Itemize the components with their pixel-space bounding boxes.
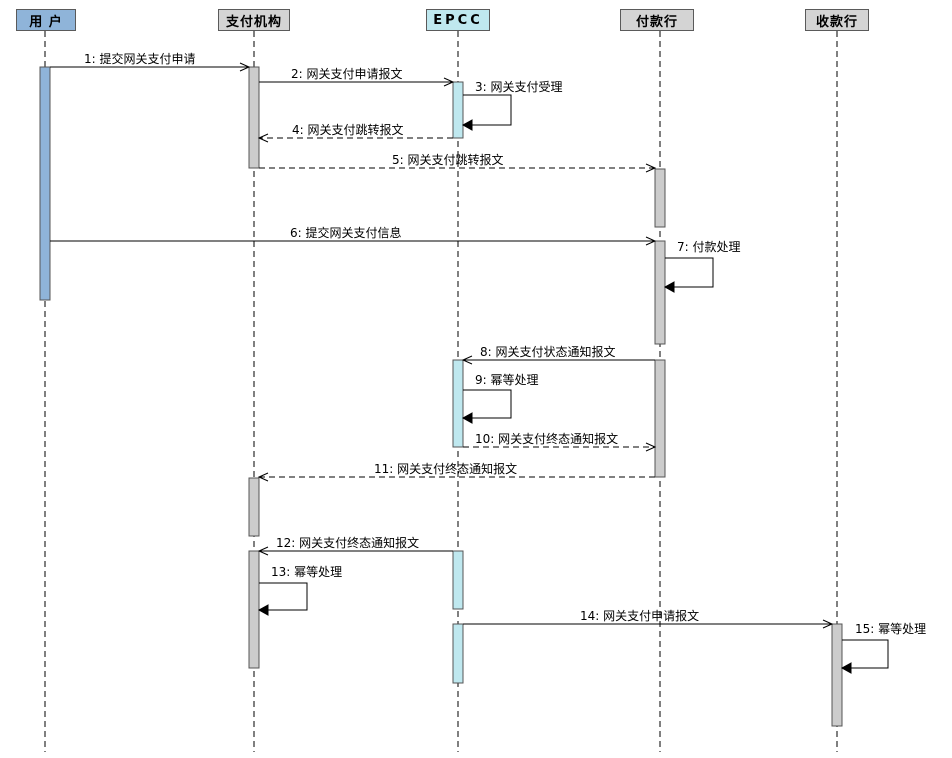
- message-label-5: 5: 网关支付跳转报文: [392, 153, 504, 167]
- arrow-head: [645, 163, 657, 173]
- message-label-7: 7: 付款处理: [677, 240, 741, 254]
- activation-bar-epcc: [452, 81, 464, 139]
- arrow-head: [822, 619, 834, 629]
- arrow-head: [257, 133, 269, 143]
- message-label-14: 14: 网关支付申请报文: [580, 609, 700, 623]
- arrow-head: [257, 472, 269, 482]
- self-message-13: [259, 582, 308, 611]
- activation-bar-epcc: [452, 623, 464, 684]
- activation-bar-payer_bank: [654, 168, 666, 228]
- activation-bar-epcc: [452, 359, 464, 448]
- arrow-head: [461, 119, 473, 131]
- arrow-head: [645, 236, 657, 246]
- message-arrows: [50, 62, 889, 674]
- message-label-11: 11: 网关支付终态通知报文: [374, 462, 518, 476]
- activation-bars: [39, 66, 843, 727]
- participant-epcc: EPCC: [426, 9, 490, 31]
- participant-user: 用 户: [16, 9, 76, 31]
- arrow-head: [443, 77, 455, 87]
- arrow-head: [840, 662, 852, 674]
- arrow-head: [257, 604, 269, 616]
- message-label-12: 12: 网关支付终态通知报文: [276, 536, 420, 550]
- participant-payer-bank: 付款行: [620, 9, 694, 31]
- message-label-10: 10: 网关支付终态通知报文: [475, 432, 619, 446]
- activation-bar-inst: [248, 66, 260, 169]
- self-message-15: [842, 639, 889, 669]
- activation-bar-payer_bank: [654, 240, 666, 345]
- arrow-head: [257, 546, 269, 556]
- arrow-head: [239, 62, 251, 72]
- participant-payment-institution: 支付机构: [218, 9, 290, 31]
- message-label-1: 1: 提交网关支付申请: [84, 52, 196, 66]
- message-label-13: 13: 幂等处理: [271, 565, 343, 579]
- activation-bar-epcc: [452, 550, 464, 610]
- lifelines: [44, 31, 838, 752]
- activation-bar-user: [39, 66, 51, 301]
- arrow-head: [663, 281, 675, 293]
- message-label-3: 3: 网关支付受理: [475, 80, 563, 94]
- self-message-9: [463, 389, 512, 419]
- message-label-8: 8: 网关支付状态通知报文: [480, 345, 616, 359]
- message-label-6: 6: 提交网关支付信息: [290, 226, 402, 240]
- participant-payee-bank: 收款行: [805, 9, 869, 31]
- message-label-15: 15: 幂等处理: [855, 622, 927, 636]
- self-message-7: [665, 257, 714, 288]
- arrow-head: [461, 355, 473, 365]
- activation-bar-inst: [248, 477, 260, 537]
- activation-bar-payer_bank: [654, 359, 666, 478]
- message-label-9: 9: 幂等处理: [475, 373, 539, 387]
- arrow-head: [645, 442, 657, 452]
- message-label-2: 2: 网关支付申请报文: [291, 67, 403, 81]
- arrow-head: [461, 412, 473, 424]
- message-label-4: 4: 网关支付跳转报文: [292, 123, 404, 137]
- activation-bar-inst: [248, 550, 260, 669]
- self-message-3: [463, 94, 512, 126]
- activation-bar-payee_bank: [831, 623, 843, 727]
